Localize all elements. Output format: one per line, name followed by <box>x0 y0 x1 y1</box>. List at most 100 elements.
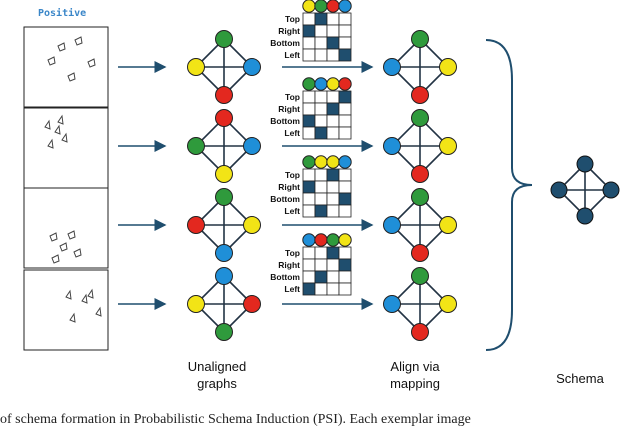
matrix-3-cell <box>302 180 316 194</box>
figure-caption: of schema formation in Probabilistic Sch… <box>0 412 471 427</box>
matrix-1-cell <box>314 36 328 50</box>
matrix-2-cell <box>302 90 316 104</box>
matrix-2-row-label: Bottom <box>270 116 300 126</box>
matrix-4-row-label: Bottom <box>270 272 300 282</box>
matrix-4-cell <box>302 258 316 272</box>
exemplar-shape <box>81 293 88 304</box>
matrix-2-cell <box>338 90 352 104</box>
matrix-4-cell <box>338 258 352 272</box>
matrix-4-cell <box>338 246 352 260</box>
matrix-1-cell <box>338 24 352 38</box>
matrix-1-cell <box>314 48 328 62</box>
matrix-3-row-label: Bottom <box>270 194 300 204</box>
merge-brace <box>485 39 533 351</box>
matrix-1-row-label: Right <box>278 26 300 36</box>
matrix-1-row-label: Top <box>285 14 300 24</box>
unaligned-graph-3-node-bottom <box>215 244 233 262</box>
aligned-graph-2-node-top <box>411 109 429 127</box>
unaligned-graph-3-node-right <box>243 216 261 234</box>
matrix-4-cell <box>314 270 328 284</box>
aligned-graph-2-node-right <box>439 137 457 155</box>
aligned-graph-1-node-right <box>439 58 457 76</box>
matrix-2-header-node <box>302 77 316 91</box>
exemplar-shape <box>67 72 76 82</box>
matrix-3-cell <box>314 168 328 182</box>
exemplar-shape <box>51 254 60 264</box>
matrix-3-cell <box>326 168 340 182</box>
exemplar-image-2 <box>23 107 109 189</box>
matrix-2-header-node <box>326 77 340 91</box>
unaligned-graph-4-node-bottom <box>215 323 233 341</box>
matrix-2-cell <box>302 114 316 128</box>
exemplar-shape <box>54 124 61 135</box>
exemplar-shape <box>87 288 94 299</box>
matrix-3-cell <box>338 180 352 194</box>
exemplar-shape <box>44 119 51 130</box>
exemplar-shape <box>59 242 68 252</box>
matrix-4-header-node <box>302 233 316 247</box>
matrix-4-header-node <box>338 233 352 247</box>
aligned-graph-4-node-bottom <box>411 323 429 341</box>
exemplar-shape <box>67 230 76 240</box>
matrix-3-header-node <box>302 155 316 169</box>
exemplar-shape <box>57 42 66 52</box>
matrix-2-cell <box>302 102 316 116</box>
schema-node-right <box>602 181 620 199</box>
unaligned-graph-2-node-left <box>187 137 205 155</box>
matrix-3-cell <box>302 192 316 206</box>
aligned-graph-4-node-top <box>411 267 429 285</box>
aligned-graph-3-node-right <box>439 216 457 234</box>
matrix-3-header-node <box>314 155 328 169</box>
unaligned-graph-4-node-left <box>187 295 205 313</box>
aligned-graph-4-node-right <box>439 295 457 313</box>
matrix-2-cell <box>314 114 328 128</box>
matrix-3-cell <box>314 180 328 194</box>
matrix-4-cell <box>314 258 328 272</box>
matrix-1-header-node <box>314 0 328 13</box>
exemplar-image-4 <box>23 269 109 351</box>
matrix-2-cell <box>338 102 352 116</box>
matrix-2-header-node <box>338 77 352 91</box>
matrix-2-cell <box>326 126 340 140</box>
matrix-3-header-node <box>338 155 352 169</box>
matrix-2-cell <box>302 126 316 140</box>
aligned-graph-1-node-top <box>411 30 429 48</box>
matrix-2-header-node <box>314 77 328 91</box>
matrix-2-cell <box>314 90 328 104</box>
matrix-2-row-label: Top <box>285 92 300 102</box>
exemplar-shape <box>47 56 56 66</box>
matrix-2-cell <box>326 114 340 128</box>
exemplar-image-1 <box>23 26 109 108</box>
aligned-graph-1-node-left <box>383 58 401 76</box>
exemplar-shape <box>74 36 83 46</box>
matrix-1-cell <box>326 24 340 38</box>
matrix-2-cell <box>314 126 328 140</box>
matrix-1-cell <box>302 24 316 38</box>
matrix-1-cell <box>314 12 328 26</box>
matrix-4-cell <box>326 246 340 260</box>
matrix-3-cell <box>326 180 340 194</box>
aligned-graph-3-node-left <box>383 216 401 234</box>
exemplar-shape <box>47 138 54 149</box>
matrix-3-cell <box>302 168 316 182</box>
aligned-graph-2-node-left <box>383 137 401 155</box>
matrix-1-row-label: Bottom <box>270 38 300 48</box>
matrix-1-header-node <box>326 0 340 13</box>
matrix-4-cell <box>326 282 340 296</box>
exemplar-shape <box>65 289 72 300</box>
matrix-4-cell <box>338 282 352 296</box>
exemplar-shape <box>69 312 76 323</box>
matrix-3-cell <box>338 204 352 218</box>
matrix-3-row-label: Left <box>284 206 300 216</box>
matrix-2-cell <box>314 102 328 116</box>
matrix-3-cell <box>326 192 340 206</box>
matrix-4-header-node <box>326 233 340 247</box>
matrix-2-cell <box>326 102 340 116</box>
exemplar-shape <box>73 248 82 258</box>
matrix-3-row-label: Top <box>285 170 300 180</box>
exemplar-shape <box>95 306 102 317</box>
unaligned-graph-2-node-bottom <box>215 165 233 183</box>
matrix-2-row-label: Left <box>284 128 300 138</box>
matrix-1-cell <box>314 24 328 38</box>
